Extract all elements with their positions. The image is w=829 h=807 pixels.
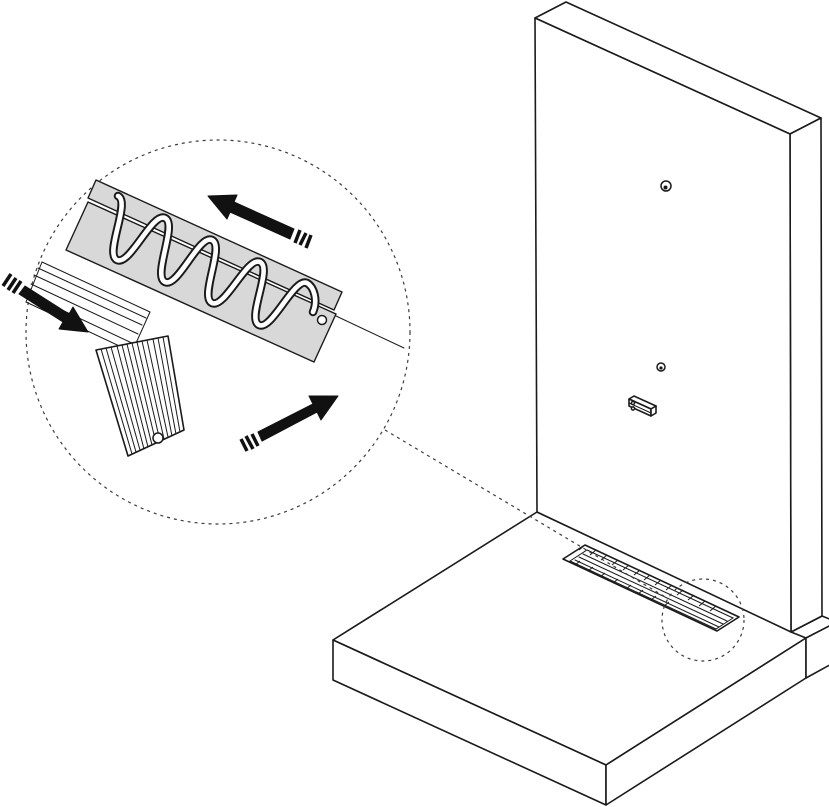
arrow-stripe [239, 438, 249, 452]
arrow-stripe [1, 273, 13, 287]
arrow-stripe [304, 234, 313, 249]
flange-screw-hole [316, 314, 328, 326]
wall-panel [534, 1, 823, 633]
detail-circle [25, 139, 411, 525]
sealant-bead [111, 193, 318, 328]
wall-right-face [789, 117, 823, 633]
arrow-stripe [250, 433, 260, 447]
arrow-stripe [298, 232, 308, 246]
arrow-up-right [239, 395, 339, 452]
wall-front-face [534, 17, 792, 633]
flange-edge-extension [335, 315, 405, 349]
wall-hole-upper [660, 180, 672, 192]
drain-back-hatch [578, 544, 717, 612]
sealant-arrows [1, 194, 339, 452]
drain-end-cap [95, 335, 185, 457]
drain-flange-detail [65, 179, 405, 363]
mounting-clip [628, 395, 657, 417]
drain-grate-line [578, 556, 724, 625]
hole-center [663, 185, 668, 190]
detail-marker-circle [661, 578, 745, 662]
arrow-stripe [244, 435, 255, 450]
arrow-down-right [1, 273, 89, 333]
end-cap-hole [152, 432, 164, 444]
clip-hole-2 [630, 406, 636, 411]
wall-hole-lower [656, 362, 666, 372]
arrow-up-left [207, 194, 313, 249]
floor-element [332, 511, 829, 806]
drain-grate-line [574, 559, 720, 628]
clip-hole-1 [630, 400, 636, 406]
clip-side-face [650, 405, 657, 417]
scene [332, 1, 829, 806]
detail-view [1, 139, 411, 525]
arrow-stripe [11, 280, 23, 294]
detail-leader-line [384, 429, 668, 599]
hole-center [659, 366, 663, 370]
drain-front-hatch [574, 560, 670, 607]
arrow-stripe [293, 229, 302, 244]
drain-inner-outline [568, 549, 735, 630]
slab-right-end-face [805, 625, 829, 679]
end-cap-hatch [100, 336, 181, 455]
drain-grate-line [582, 553, 728, 622]
arrow-stripe [6, 277, 18, 291]
